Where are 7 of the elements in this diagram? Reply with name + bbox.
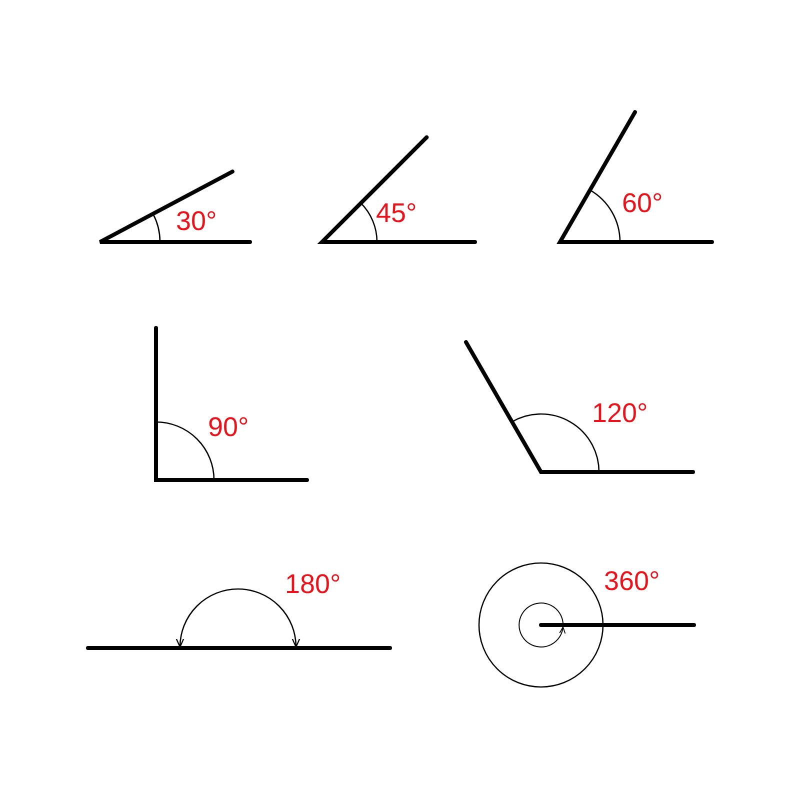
- angle-label: 60°: [622, 190, 663, 217]
- angle-label: 90°: [208, 414, 249, 441]
- angle-label: 45°: [376, 200, 417, 227]
- angle-label: 30°: [176, 208, 217, 235]
- angle-label: 360°: [604, 568, 660, 595]
- angle-label: 180°: [285, 571, 341, 598]
- angle-label: 120°: [592, 400, 648, 427]
